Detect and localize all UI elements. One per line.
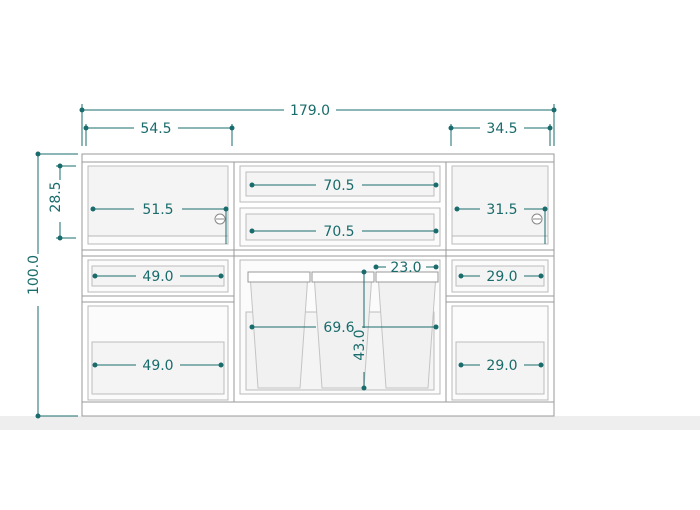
waste-bin-2-lid (311, 271, 375, 283)
right-upper-door-rail (451, 235, 549, 245)
left-shelf (81, 249, 235, 257)
dim-right-drawer-label: 29.0 (486, 269, 517, 285)
waste-bin-1-lid (247, 271, 311, 283)
dim-right-module-width: 34.5 (448, 121, 553, 146)
right-drawer-rail (445, 295, 555, 303)
right-drawer-glass (455, 265, 545, 287)
dim-right-upper-door: 31.5 (454, 202, 548, 244)
dim-total-height: 100.0 (26, 151, 78, 419)
dim-left-upper-door-label: 51.5 (142, 202, 173, 218)
waste-bin-3 (377, 273, 437, 389)
cabinet (81, 153, 555, 417)
dim-right-upper-door-label: 31.5 (486, 202, 517, 218)
cabinet-plinth (81, 401, 555, 417)
left-lower-glass (91, 341, 225, 395)
dim-center-drawer-second: 70.5 (249, 224, 439, 240)
left-drawer-glass (91, 265, 225, 287)
dim-right-drawer: 29.0 (458, 269, 544, 285)
dim-upper-section-height-label: 28.5 (48, 181, 64, 212)
right-shelf (445, 249, 555, 257)
waste-bin-1 (249, 273, 309, 389)
dim-center-drawer-second-label: 70.5 (323, 224, 354, 240)
left-module (81, 161, 235, 403)
dim-left-drawer-label: 49.0 (142, 269, 173, 285)
right-lower-glass (455, 341, 545, 395)
dim-left-lower-door: 49.0 (92, 358, 224, 374)
left-upper-door-rail (87, 235, 229, 245)
dim-left-module-width-label: 54.5 (140, 121, 171, 137)
center-module (233, 161, 447, 403)
right-upper-glass-door (451, 165, 549, 237)
dim-center-drawer-top-label: 70.5 (323, 178, 354, 194)
dim-bin-width-label: 23.0 (390, 260, 421, 276)
dim-bin-height: 43.0 (352, 269, 368, 391)
waste-bin-3-lid (375, 271, 439, 283)
left-drawer-rail (81, 295, 235, 303)
dim-left-lower-door-label: 49.0 (142, 358, 173, 374)
dim-left-module-width: 54.5 (83, 121, 235, 146)
right-module (445, 161, 555, 403)
cabinet-top-board (81, 153, 555, 163)
center-drawer-second-glass (245, 213, 435, 241)
dim-right-lower-door: 29.0 (458, 358, 544, 374)
dim-bin-height-label: 43.0 (352, 329, 368, 360)
dim-center-lower-width: 69.6 (249, 320, 439, 336)
dim-center-lower-width-label: 69.6 (323, 320, 354, 336)
dim-left-upper-door: 51.5 (90, 202, 229, 244)
dim-total-height-label: 100.0 (26, 255, 42, 295)
dim-center-drawer-top: 70.5 (249, 178, 439, 194)
dim-left-drawer: 49.0 (92, 269, 224, 285)
left-upper-glass-door (87, 165, 229, 237)
center-shelf (233, 249, 447, 257)
dimension-lines: 179.0 54.5 34.5 (26, 103, 557, 419)
dim-right-lower-door-label: 29.0 (486, 358, 517, 374)
dim-upper-section-height: 28.5 (48, 163, 76, 241)
floor-band (0, 416, 700, 430)
dim-bin-width: 23.0 (373, 260, 439, 276)
dim-right-module-width-label: 34.5 (486, 121, 517, 137)
dim-total-width-label: 179.0 (290, 103, 330, 119)
dim-total-width: 179.0 (79, 103, 557, 146)
